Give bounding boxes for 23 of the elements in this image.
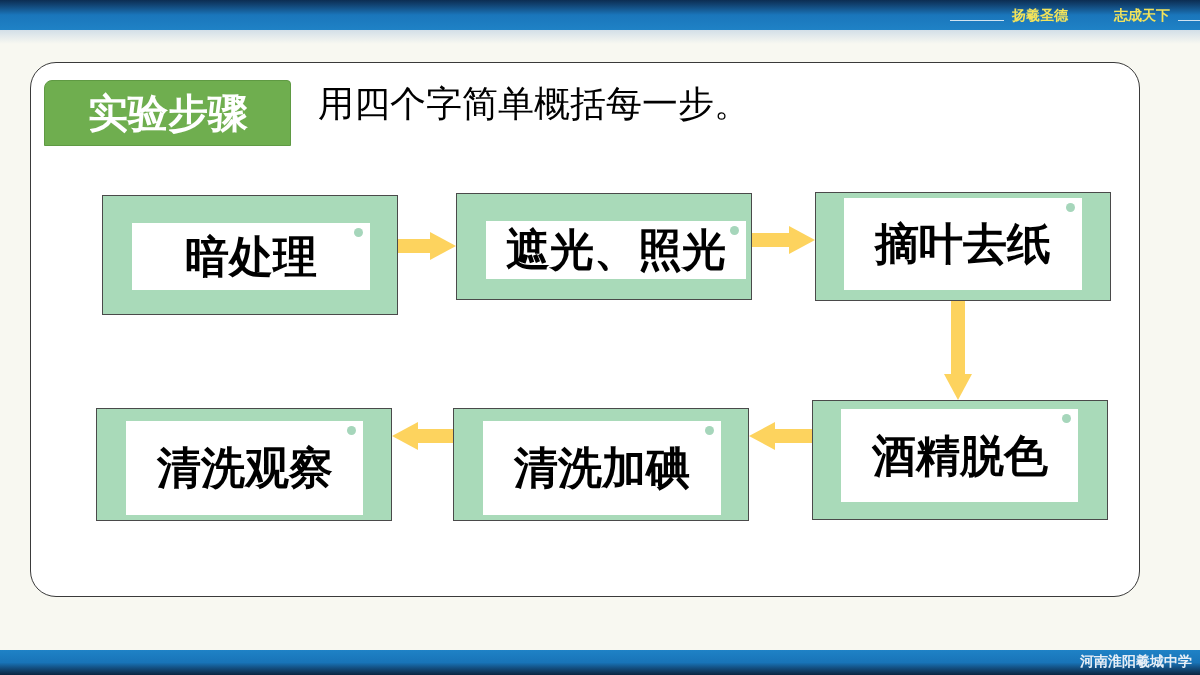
step-box <box>96 408 392 521</box>
instruction-text: 用四个字简单概括每一步。 <box>318 82 750 126</box>
step-label: 清洗观察 <box>156 443 333 493</box>
step-label: 清洗加碘 <box>514 443 690 493</box>
arrow <box>944 301 972 400</box>
step-label: 酒精脱色 <box>871 430 1048 481</box>
heading-tag <box>44 80 291 146</box>
step-label: 暗处理 <box>185 231 317 282</box>
step-box <box>812 400 1108 520</box>
step-box <box>456 193 752 300</box>
school-name-text: 河南淮阳羲城中学 <box>1080 653 1192 669</box>
heading-text: 实验步骤 <box>87 90 248 136</box>
slogan-text: 志成天下 <box>1114 7 1170 23</box>
arrow <box>398 232 456 260</box>
step-box <box>815 192 1111 301</box>
step-box <box>453 408 749 521</box>
arrow <box>749 422 812 450</box>
step-box <box>102 195 398 315</box>
step-label: 遮光、照光 <box>506 225 726 275</box>
arrow <box>752 226 815 254</box>
step-label: 摘叶去纸 <box>875 219 1051 269</box>
slogan-text: 扬羲圣德 <box>1012 7 1068 23</box>
arrow <box>392 422 453 450</box>
